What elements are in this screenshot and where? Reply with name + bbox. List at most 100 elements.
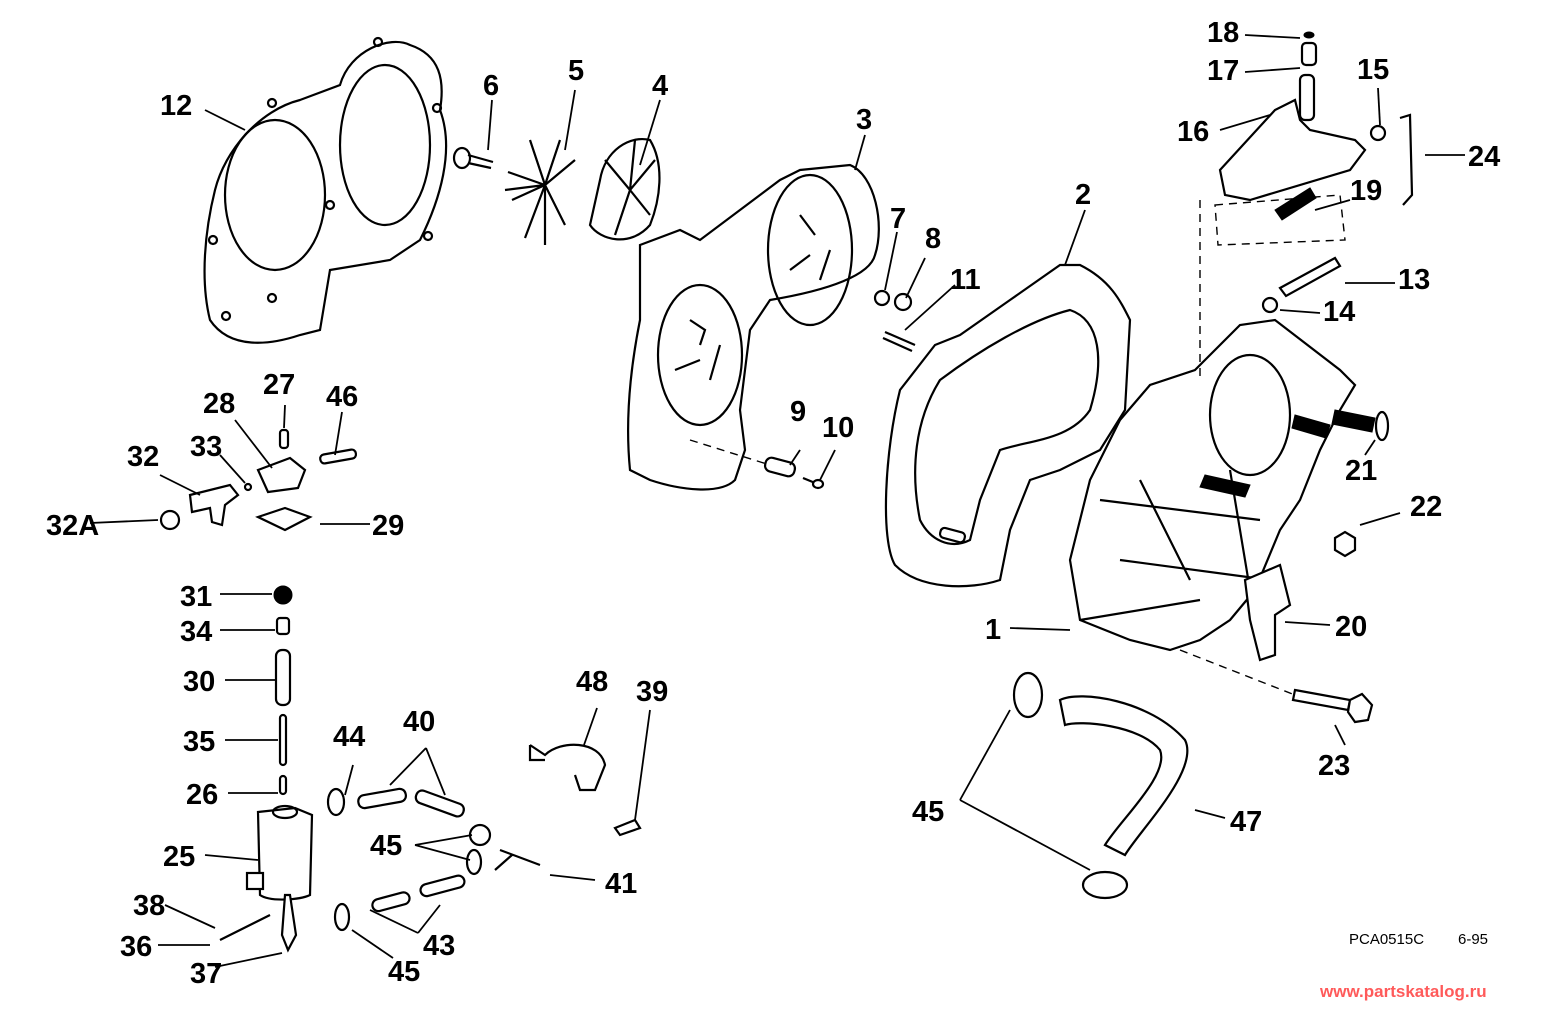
label-1: 1 bbox=[985, 614, 1002, 646]
label-40: 40 bbox=[403, 706, 436, 738]
part-44-clamp bbox=[326, 787, 346, 817]
label-28: 28 bbox=[203, 388, 236, 420]
part-14-fitting bbox=[1261, 296, 1279, 314]
part-20-clip bbox=[1243, 563, 1292, 662]
part-27-screw bbox=[278, 428, 290, 450]
label-41: 41 bbox=[605, 868, 638, 900]
part-19-spring bbox=[1274, 187, 1317, 221]
part-32-fitting bbox=[188, 483, 240, 527]
label-19: 19 bbox=[1350, 175, 1383, 207]
label-43: 43 bbox=[423, 930, 456, 962]
label-20: 20 bbox=[1335, 611, 1368, 643]
part-40-hose-a bbox=[357, 787, 408, 810]
part-36-wire bbox=[219, 914, 271, 941]
label-3: 3 bbox=[856, 104, 873, 136]
label-15: 15 bbox=[1357, 54, 1390, 86]
label-45-bottom: 45 bbox=[388, 956, 421, 988]
part-45-clamp-b bbox=[1081, 870, 1129, 900]
label-44: 44 bbox=[333, 721, 366, 753]
part-25-solenoid bbox=[245, 804, 314, 953]
part-7-washer bbox=[873, 289, 891, 307]
drawing-date: 6-95 bbox=[1458, 931, 1489, 948]
label-25: 25 bbox=[163, 841, 196, 873]
label-32: 32 bbox=[127, 441, 160, 473]
part-3-valve-body bbox=[626, 163, 880, 491]
part-45-clamp-a bbox=[1012, 671, 1044, 719]
label-17: 17 bbox=[1207, 55, 1240, 87]
part-39-screw bbox=[613, 818, 642, 837]
label-2: 2 bbox=[1075, 179, 1092, 211]
part-6-screw bbox=[452, 146, 494, 170]
part-23-bolt bbox=[1291, 688, 1374, 724]
label-46: 46 bbox=[326, 381, 359, 413]
label-8: 8 bbox=[925, 223, 942, 255]
part-43-hose-a bbox=[371, 891, 411, 913]
label-30: 30 bbox=[183, 666, 216, 698]
part-15-nut bbox=[1369, 124, 1387, 142]
part-18-clip bbox=[1303, 31, 1315, 39]
part-47-hose bbox=[1058, 695, 1189, 857]
part-17-bushing bbox=[1300, 41, 1318, 67]
label-16: 16 bbox=[1177, 116, 1210, 148]
part-45-clamp-d bbox=[465, 848, 483, 876]
label-33: 33 bbox=[190, 431, 223, 463]
part-35-rod bbox=[278, 713, 288, 767]
label-32a: 32A bbox=[46, 510, 100, 542]
part-4-valve-plate bbox=[588, 137, 661, 241]
label-6: 6 bbox=[483, 70, 500, 102]
part-8-nut bbox=[893, 292, 913, 312]
label-24: 24 bbox=[1468, 141, 1501, 173]
part-28-housing bbox=[256, 456, 307, 494]
label-13: 13 bbox=[1398, 264, 1431, 296]
part-43-hose-b bbox=[419, 874, 466, 898]
part-33-o-ring bbox=[243, 482, 253, 492]
part-45-clamp-c bbox=[468, 823, 492, 847]
part-30-tube bbox=[274, 648, 292, 707]
label-36: 36 bbox=[120, 931, 153, 963]
label-39: 39 bbox=[636, 676, 669, 708]
label-7: 7 bbox=[890, 203, 907, 235]
part-24-link bbox=[1399, 113, 1414, 206]
part-40-hose-b bbox=[414, 789, 465, 818]
part-11-screw bbox=[882, 330, 916, 353]
leader-lines bbox=[89, 34, 1465, 968]
part-10-screw bbox=[802, 476, 825, 490]
label-22: 22 bbox=[1410, 491, 1443, 523]
part-46-pin bbox=[319, 448, 358, 465]
part-48-bracket bbox=[528, 743, 607, 792]
label-14: 14 bbox=[1323, 296, 1356, 328]
part-26-pin bbox=[278, 774, 288, 796]
part-22-nut bbox=[1333, 530, 1357, 558]
label-10: 10 bbox=[822, 412, 855, 444]
label-4: 4 bbox=[652, 70, 669, 102]
part-16-arm bbox=[1218, 73, 1367, 202]
label-45-right: 45 bbox=[912, 796, 945, 828]
label-12: 12 bbox=[160, 90, 193, 122]
part-29-gasket bbox=[255, 506, 313, 532]
label-38: 38 bbox=[133, 890, 166, 922]
label-47: 47 bbox=[1230, 806, 1263, 838]
part-9-pin bbox=[763, 456, 797, 478]
label-26: 26 bbox=[186, 779, 219, 811]
label-35: 35 bbox=[183, 726, 216, 758]
label-29: 29 bbox=[372, 510, 405, 542]
part-13-screw bbox=[1278, 256, 1342, 298]
label-18: 18 bbox=[1207, 17, 1240, 49]
label-23: 23 bbox=[1318, 750, 1351, 782]
label-11: 11 bbox=[950, 264, 981, 296]
label-45-mid: 45 bbox=[370, 830, 403, 862]
label-9: 9 bbox=[790, 396, 807, 428]
watermark-link[interactable]: www.partskatalog.ru bbox=[1320, 982, 1487, 1001]
part-12-gasket bbox=[203, 36, 448, 344]
part-41-fitting bbox=[494, 848, 541, 871]
part-5-valve bbox=[504, 139, 576, 245]
part-31-cap bbox=[273, 585, 293, 605]
label-27: 27 bbox=[263, 369, 296, 401]
drawing-code: PCA0515C bbox=[1349, 931, 1425, 948]
part-32a-cap bbox=[159, 509, 181, 531]
part-2-gasket bbox=[884, 263, 1132, 588]
label-21: 21 bbox=[1345, 455, 1378, 487]
part-34-spring bbox=[275, 616, 291, 636]
label-5: 5 bbox=[568, 55, 585, 87]
